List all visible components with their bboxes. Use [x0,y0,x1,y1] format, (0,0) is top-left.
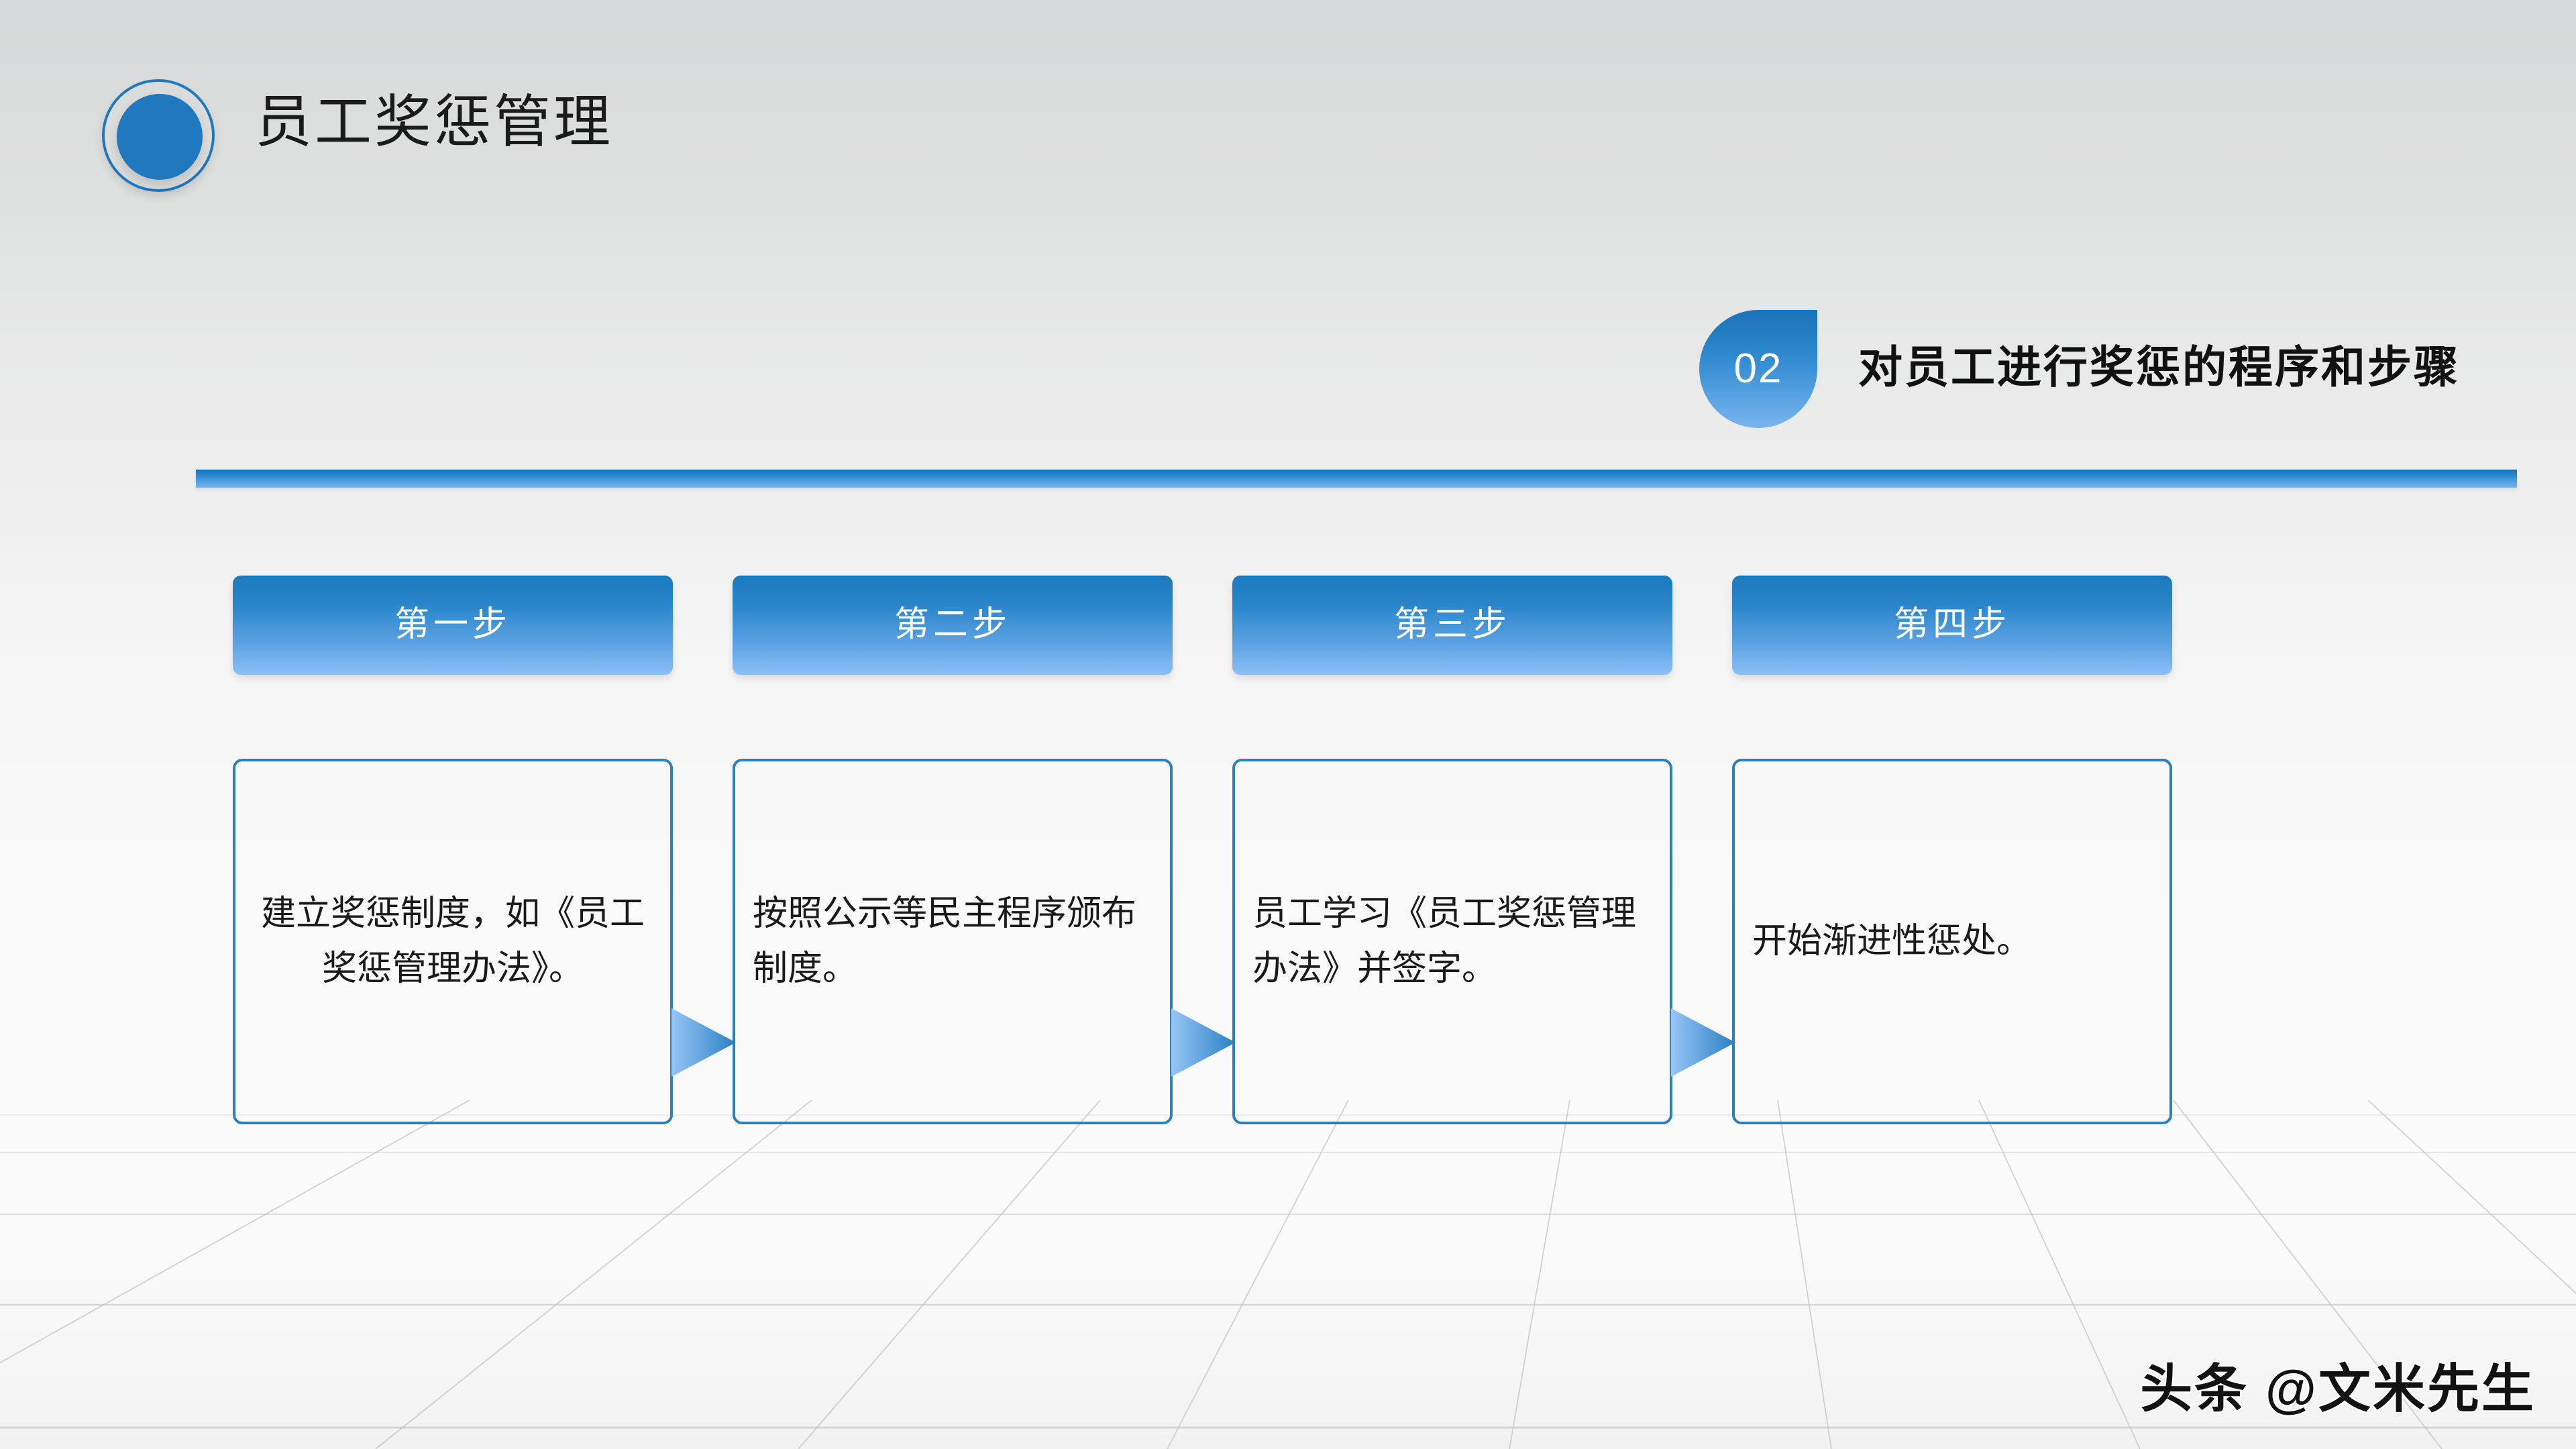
step-text-3: 员工学习《员工奖惩管理办法》并签字。 [1252,894,1637,988]
step-column-3: 第三步 员工学习《员工奖惩管理办法》并签字。 [1232,0,1735,1449]
step-column-4: 第四步 开始渐进性惩处。 [1732,0,2172,1449]
watermark-label: 头条 @文米先生 [2140,1359,2536,1418]
step-header-2[interactable]: 第二步 [733,576,1173,675]
step-header-4[interactable]: 第四步 [1732,576,2172,675]
step-header-1[interactable]: 第一步 [233,576,673,675]
step-text-1: 建立奖惩制度，如《员工奖惩管理办法》。 [260,894,645,988]
step-text-2: 按照公示等民主程序颁布制度。 [753,894,1137,988]
slide-header: 员工奖惩管理 [0,0,2576,221]
section-header: 02 对员工进行奖惩的程序和步骤 [0,309,2576,449]
step-text-4: 开始渐进性惩处。 [1752,922,2032,961]
step-body-1[interactable]: 建立奖惩制度，如《员工奖惩管理办法》。 [233,759,673,1124]
page-title: 员工奖惩管理 [255,91,614,154]
arrow-right-icon [672,1008,736,1077]
section-divider-bar [196,470,2517,488]
circle-badge-icon [102,79,220,197]
arrow-right-icon [1171,1008,1236,1077]
step-column-1: 第一步 建立奖惩制度，如《员工奖惩管理办法》。 [233,0,736,1449]
arrow-right-icon [1671,1008,1735,1077]
logo-ring-icon [102,79,215,192]
step-column-2: 第二步 按照公示等民主程序颁布制度。 [733,0,1236,1449]
step-body-4[interactable]: 开始渐进性惩处。 [1732,759,2172,1124]
step-body-2[interactable]: 按照公示等民主程序颁布制度。 [733,759,1173,1124]
step-body-3[interactable]: 员工学习《员工奖惩管理办法》并签字。 [1232,759,1672,1124]
step-header-3[interactable]: 第三步 [1232,576,1672,675]
section-title: 对员工进行奖惩的程序和步骤 [1858,343,2460,392]
logo-dot-icon [117,94,203,180]
section-number-badge: 02 [1699,310,1817,428]
